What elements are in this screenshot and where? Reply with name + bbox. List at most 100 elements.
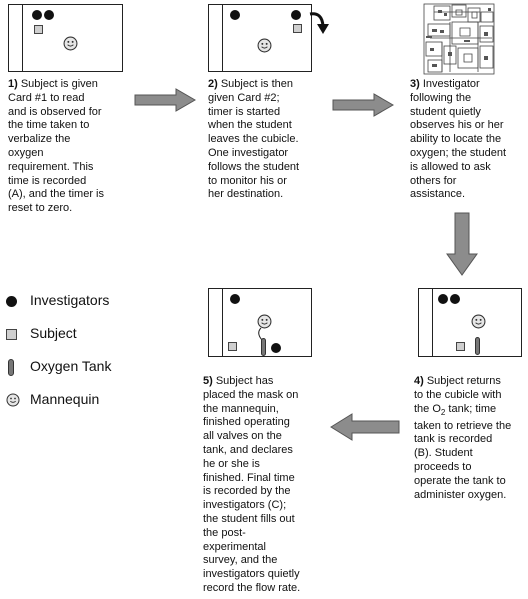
step-line: record the flow rate. (203, 581, 301, 594)
step-line: assistance. (410, 188, 466, 201)
step-number: 1) (8, 78, 21, 90)
step-line: the time taken to (8, 119, 90, 132)
step-number: 2) (208, 78, 221, 90)
investigator-dot-icon (438, 294, 448, 304)
step-line: survey, and the (203, 554, 278, 567)
step-line: investigators quietly (203, 568, 300, 581)
mannequin-face-icon (6, 393, 20, 407)
step-5-text: 5) Subject has placed the mask on the ma… (203, 375, 323, 596)
step-2-text: 2) Subject is then given Card #2; timer … (208, 78, 323, 202)
subject-square-icon (34, 25, 43, 34)
step-line: oxygen; the student (410, 146, 507, 159)
oxygen-tank-icon (261, 338, 266, 356)
step-line: following the (410, 91, 472, 104)
scene-panel-1 (8, 4, 123, 72)
step-line: requirement. This (8, 160, 94, 173)
oxygen-tank-icon (8, 359, 14, 376)
step-number: 3) (410, 78, 423, 90)
step-line: operate the tank to (414, 474, 506, 487)
step-line: given Card #2; (208, 91, 280, 104)
subject-square-icon (6, 329, 17, 340)
mannequin-face-icon (63, 36, 78, 51)
step-4-text: 4) Subject returns to the cubicle with t… (414, 375, 526, 502)
step-line: tank, and declares (203, 443, 293, 456)
step-line: observes his or her (410, 119, 504, 132)
step-line: and is observed for (8, 105, 102, 118)
step-line: when the student (208, 119, 292, 132)
investigator-dot-icon (6, 296, 17, 307)
legend-label: Subject (30, 325, 77, 341)
step-line: reset to zero. (8, 202, 73, 215)
step-line: timer is started (208, 105, 281, 118)
step-line: Subject is then (220, 78, 293, 90)
step-line: others for (410, 174, 457, 187)
step-line: leaves the cubicle. (208, 133, 299, 146)
step-line: proceeds to (414, 460, 472, 473)
step-line: ability to locate the (410, 133, 502, 146)
mannequin-face-icon (471, 314, 486, 329)
step-line: is recorded by the (203, 485, 291, 498)
legend-label: Investigators (30, 292, 110, 308)
oxygen-tank-icon (475, 337, 480, 355)
investigator-dot-icon (230, 10, 240, 20)
exit-curved-arrow-icon (309, 12, 329, 34)
step-line: (A), and the timer is (8, 188, 104, 201)
step-line: all valves on the (203, 430, 282, 443)
step-line: Subject is given (20, 78, 98, 90)
step-line: One investigator (208, 146, 289, 159)
investigator-dot-icon (271, 343, 281, 353)
investigator-dot-icon (291, 10, 301, 20)
investigator-dot-icon (44, 10, 54, 20)
scene-panel-2 (208, 4, 312, 72)
cubicle-wall (222, 5, 223, 71)
step-line: taken to retrieve the (414, 419, 512, 432)
step-line: Subject returns (426, 375, 501, 387)
step-line: verbalize the (8, 133, 71, 146)
scene-panel-5 (208, 288, 312, 357)
step-line: follows the student (208, 160, 300, 173)
step-line: the student fills out (203, 512, 295, 525)
subject-square-icon (293, 24, 302, 33)
cubicle-wall (432, 289, 433, 356)
step-number: 4) (414, 375, 427, 387)
step-line: investigators (C); (203, 499, 287, 512)
step-line: time is recorded (8, 174, 87, 187)
scene-panel-4 (418, 288, 522, 357)
investigator-dot-icon (230, 294, 240, 304)
step-line: the post- (203, 526, 246, 539)
step-line: he or she is (203, 457, 260, 470)
step-line: placed the mask on (203, 388, 299, 401)
investigator-dot-icon (32, 10, 42, 20)
investigator-dot-icon (450, 294, 460, 304)
step-line: Investigator (422, 78, 480, 90)
subject-square-icon (456, 342, 465, 351)
step-line: her destination. (208, 188, 284, 201)
step-line: oxygen (8, 146, 44, 159)
step-3-text: 3) Investigator following the student qu… (410, 78, 525, 202)
step-1-text: 1) Subject is given Card #1 to read and … (8, 78, 128, 216)
mannequin-face-icon (257, 314, 272, 329)
step-line: is allowed to ask (410, 160, 491, 173)
step-line: finished operating (203, 416, 290, 429)
step-line: tank is recorded (414, 433, 493, 446)
legend-label: Mannequin (30, 391, 100, 407)
step-line: administer oxygen. (414, 488, 507, 501)
subject-square-icon (228, 342, 237, 351)
step-line: experimental (203, 540, 266, 553)
flow-arrow-down-icon (446, 212, 478, 276)
cubicle-wall (222, 289, 223, 356)
step-line: Card #1 to read (8, 91, 85, 104)
mannequin-face-icon (257, 38, 272, 53)
flow-arrow-right-icon (332, 93, 394, 117)
cubicle-wall (22, 5, 23, 71)
step-line: (B). Student (414, 447, 473, 460)
flow-arrow-right-icon (134, 88, 196, 112)
step-line: tank; time (445, 402, 497, 415)
step-line: to the cubicle with (414, 388, 502, 401)
step-line: Subject has (215, 375, 274, 387)
step-line: the O (414, 402, 441, 415)
flow-arrow-left-icon (330, 413, 400, 441)
legend-label: Oxygen Tank (30, 358, 112, 374)
step-line: student quietly (410, 105, 481, 118)
step-number: 5) (203, 375, 216, 387)
